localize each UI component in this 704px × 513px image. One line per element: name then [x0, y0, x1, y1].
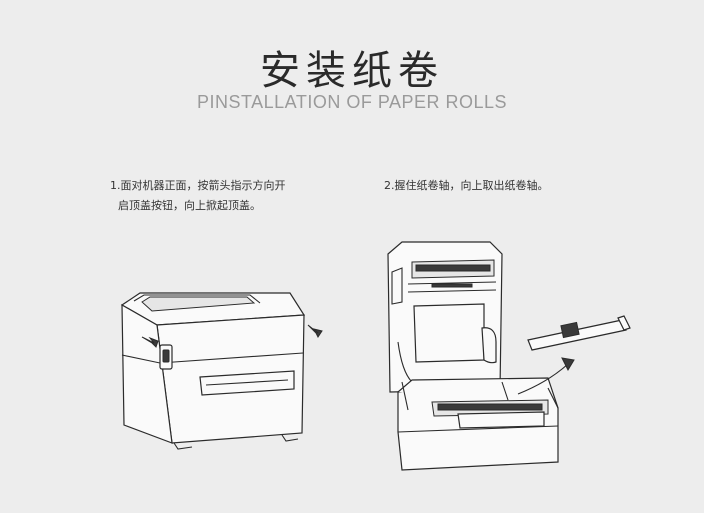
page-subtitle: PINSTALLATION OF PAPER ROLLS [196, 92, 508, 112]
step-1-text: 1.面对机器正面，按箭头指示方向开 启顶盖按钮，向上掀起顶盖。 [110, 176, 330, 216]
open-printer-illustration [372, 232, 662, 481]
step-2-text: 2.握住纸卷轴，向上取出纸卷轴。 [384, 176, 644, 196]
closed-printer-illustration [112, 285, 332, 459]
step-1-line-1: 1.面对机器正面，按箭头指示方向开 [110, 179, 286, 192]
page-title: 安装纸卷 [260, 48, 444, 94]
paper-roll-shaft [527, 315, 631, 351]
step-2-line-1: 2.握住纸卷轴，向上取出纸卷轴。 [384, 179, 549, 192]
step-1-line-2: 启顶盖按钮，向上掀起顶盖。 [118, 199, 261, 212]
